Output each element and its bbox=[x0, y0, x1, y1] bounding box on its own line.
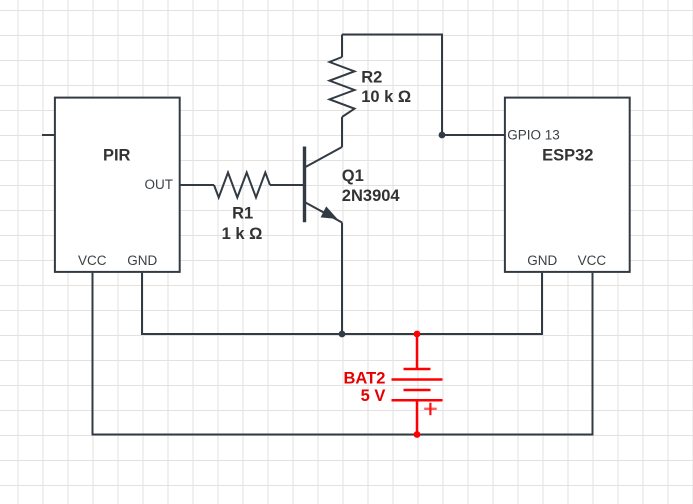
svg-text:2N3904: 2N3904 bbox=[342, 187, 401, 205]
svg-text:GND: GND bbox=[527, 253, 557, 268]
svg-text:BAT2: BAT2 bbox=[344, 369, 386, 387]
svg-text:R1: R1 bbox=[232, 205, 253, 223]
svg-text:OUT: OUT bbox=[145, 177, 174, 192]
svg-text:GND: GND bbox=[127, 253, 157, 268]
svg-text:PIR: PIR bbox=[103, 147, 131, 165]
svg-text:R2: R2 bbox=[361, 68, 382, 86]
svg-text:ESP32: ESP32 bbox=[542, 147, 593, 165]
svg-text:VCC: VCC bbox=[578, 253, 607, 268]
svg-text:Q1: Q1 bbox=[342, 167, 364, 185]
svg-text:5 V: 5 V bbox=[361, 387, 386, 405]
svg-text:1 k Ω: 1 k Ω bbox=[222, 225, 263, 243]
svg-text:10 k Ω: 10 k Ω bbox=[361, 88, 411, 106]
svg-text:GPIO 13: GPIO 13 bbox=[507, 127, 560, 142]
svg-text:VCC: VCC bbox=[78, 253, 107, 268]
